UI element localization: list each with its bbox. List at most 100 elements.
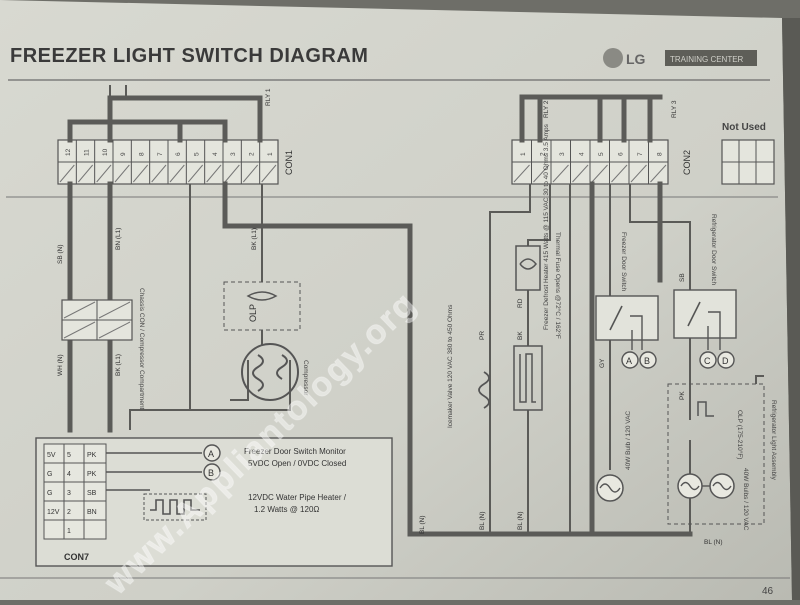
freezer-bulb-label: 40W Bulb / 120 VAC [625, 411, 632, 470]
thin-wires-left [109, 85, 291, 430]
page-title: FREEZER LIGHT SWITCH DIAGRAM [10, 45, 368, 67]
wire-label-bn: BN (L1) [115, 228, 122, 250]
page-number: 46 [762, 586, 774, 597]
con1-pin-3: 9 [120, 152, 127, 156]
ref-light-assembly-label: Refrigerator Light Assembly [770, 400, 777, 481]
defrost-heater: Freezer Defrost Heater 415 Watts @ 115 V… [513, 123, 550, 411]
not-used-connector: Not Used [721, 122, 775, 185]
olp2-label: OLP (175-210°F) [736, 410, 744, 459]
wire-label-pr: PR [479, 331, 486, 340]
con7-cell-4-1: 1 [67, 528, 71, 535]
freezer-door-switch: A B Freezer Door Switch [595, 232, 659, 369]
con7-cell-2-1: 3 [67, 490, 71, 497]
wire-label-pk: PK [679, 391, 686, 400]
con2-pin-0: 1 [520, 152, 527, 156]
con2-connector: 1 2 3 4 5 6 7 8 CON2 [511, 139, 692, 185]
con7-cell-0-0: 5V [47, 452, 56, 459]
thermal-fuse-label: Thermal Fuse Opens @72°C / 162°F [554, 232, 562, 339]
con7-cell-1-1: 4 [67, 471, 71, 478]
con7-cell-2-2: SB [87, 490, 97, 497]
wire-label-bk-l1b: BK (L1) [251, 228, 258, 250]
door-monitor-line2: 5VDC Open / 0VDC Closed [248, 459, 346, 468]
relay-label-2: RLY 2 [543, 100, 550, 118]
con1-pin-9: 3 [230, 152, 237, 156]
con1-pin-8: 4 [212, 152, 219, 156]
con2-pin-5: 6 [617, 152, 624, 156]
wire-label-gy: GY [599, 358, 606, 368]
logo-text: LG [626, 51, 646, 67]
con1-pin-5: 7 [157, 152, 164, 156]
chassis-connector: Chassis CON / Compressor Compartment [61, 288, 145, 410]
wire-label-bk: BK [517, 331, 524, 340]
wire-label-sb: SB (N) [57, 245, 64, 265]
wire-label-bl-n3: BL (N) [517, 511, 524, 530]
wire-label-rd: RD [517, 298, 524, 308]
lg-logo: LG TRAINING CENTER [603, 48, 757, 68]
con1-pin-6: 6 [175, 152, 182, 156]
wire-label-wh: WH (N) [57, 354, 64, 376]
con1-label: CON1 [284, 150, 294, 175]
wire-label-bl-n1: BL (N) [419, 515, 426, 534]
defrost-heater-label: Freezer Defrost Heater 415 Watts @ 115 V… [543, 123, 550, 330]
con7-label: CON7 [64, 552, 89, 562]
refrigerator-light-assembly: OLP (175-210°F) 40W Bulbs / 120 VAC Refr… [667, 383, 777, 531]
con1-pin-4: 8 [139, 152, 146, 156]
chassis-label: Chassis CON / Compressor Compartment [138, 288, 145, 410]
not-used-label: Not Used [722, 122, 766, 133]
con7-cell-2-0: G [47, 490, 52, 497]
refrigerator-door-switch-label: Refrigerator Door Switch [710, 214, 717, 286]
con1-pin-1: 11 [84, 149, 91, 156]
con2-pin-4: 5 [598, 152, 605, 156]
wire-label-bl-n4: BL (N) [704, 539, 723, 546]
door-monitor-line1: Freezer Door Switch Monitor [244, 447, 346, 456]
relay-label-3: RLY 3 [671, 100, 678, 118]
refrigerator-door-switch: C D Refrigerator Door Switch [673, 214, 737, 369]
thermal-fuse: Thermal Fuse Opens @72°C / 162°F [515, 232, 562, 339]
con7-cell-3-1: 2 [67, 509, 71, 516]
con2-pin-3: 4 [578, 152, 585, 156]
pipe-heater-line2: 1.2 Watts @ 120Ω [254, 505, 319, 514]
thin-wires-right [489, 184, 764, 534]
marker-b-right: B [644, 356, 650, 366]
logo-sub: TRAINING CENTER [670, 55, 744, 64]
con1-pin-10: 2 [249, 152, 256, 156]
con2-pin-6: 7 [637, 152, 644, 156]
con2-pin-7: 8 [656, 152, 663, 156]
con7-cell-3-0: 12V [47, 509, 60, 516]
marker-d: D [722, 356, 729, 366]
wire-label-sb2: SB [679, 273, 686, 282]
marker-a-right: A [626, 356, 632, 366]
con7-cell-0-1: 5 [67, 452, 71, 459]
con2-pin-2: 3 [559, 152, 566, 156]
ref-bulbs-label: 40W Bulbs / 120 VAC [742, 468, 749, 531]
wire-labels: SB (N) BN (L1) WH (N) BK (L1) BK (L1) BL… [57, 88, 723, 546]
con1-connector: 12 11 10 9 8 7 6 5 4 3 2 1 CON1 [57, 139, 294, 185]
icemaker-valve-label: Icemaker Valve 120 VAC 380 to 450 Ohms [447, 304, 454, 428]
olp-label: OLP [248, 304, 258, 322]
icemaker-valve: Icemaker Valve 120 VAC 380 to 450 Ohms [447, 304, 490, 428]
con1-pin-0: 12 [65, 148, 72, 156]
compressor-assembly: OLP Compressor [223, 281, 309, 401]
con1-pin-7: 5 [194, 152, 201, 156]
wire-label-bk-l1: BK (L1) [115, 354, 122, 376]
marker-a-left: A [208, 449, 214, 459]
con1-pin-2: 10 [102, 148, 109, 156]
con2-pin-1: 2 [539, 152, 546, 156]
marker-b-left: B [208, 468, 214, 478]
con7-cell-1-0: G [47, 471, 52, 478]
con7-cell-1-2: PK [87, 471, 97, 478]
con7-cell-3-2: BN [87, 509, 97, 516]
relay-label-1: RLY 1 [265, 88, 272, 106]
con2-label: CON2 [682, 150, 692, 175]
con1-pin-11: 1 [267, 152, 274, 156]
main-harness-right [519, 94, 663, 537]
wire-label-bl-n2: BL (N) [479, 511, 486, 530]
con7-cell-0-2: PK [87, 452, 97, 459]
marker-c: C [704, 356, 711, 366]
freezer-door-switch-label: Freezer Door Switch [620, 232, 627, 292]
freezer-light-bulb: 40W Bulb / 120 VAC [596, 411, 632, 502]
compressor-label: Compressor [302, 360, 309, 396]
